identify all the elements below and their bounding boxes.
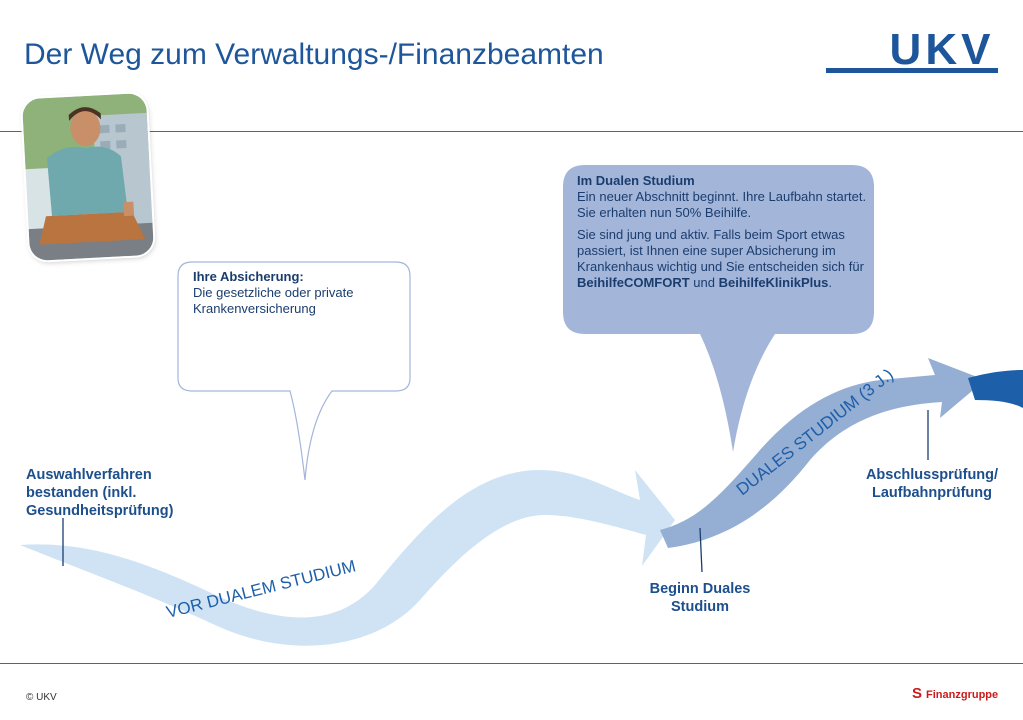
product-beihilfeklinikplus: BeihilfeKlinikPlus xyxy=(718,275,829,290)
sparkasse-icon: S xyxy=(912,685,923,702)
bubble-right-line2: Sie sind jung und aktiv. Falls beim Spor… xyxy=(577,227,864,290)
page-title: Der Weg zum Verwaltungs-/Finanzbeamten xyxy=(24,38,604,71)
next-phase-arrow xyxy=(968,370,1023,408)
phase1-arrow xyxy=(20,470,675,646)
bubble-left-text: Ihre Absicherung: Die gesetzliche oder p… xyxy=(193,269,403,317)
student-photo xyxy=(21,92,155,262)
product-beihilfecomfort: BeihilfeCOMFORT xyxy=(577,275,690,290)
bubble-right-line1: Ein neuer Abschnitt beginnt. Ihre Laufba… xyxy=(577,189,867,220)
ukv-logo-text: UKV xyxy=(890,26,995,74)
milestone-label-right: Abschlussprüfung/ Laufbahnprüfung xyxy=(865,467,999,501)
ukv-logo: UKV xyxy=(826,26,998,74)
bubble-right-heading: Im Dualen Studium xyxy=(577,173,695,188)
bubble-left-heading: Ihre Absicherung: xyxy=(193,269,304,284)
partner-text: Finanzgruppe xyxy=(926,689,999,701)
header-divider xyxy=(0,131,1023,132)
bubble-left-body: Die gesetzliche oder private Krankenvers… xyxy=(193,285,354,316)
milestone-label-left: Auswahlverfahren bestanden (inkl. Gesund… xyxy=(26,467,174,519)
speech-bubble-left xyxy=(177,261,411,481)
bubble-right-text: Im Dualen Studium Ein neuer Abschnitt be… xyxy=(577,173,872,297)
phase2-arrow xyxy=(660,358,985,548)
copyright: © UKV xyxy=(26,692,57,703)
footer-divider xyxy=(0,663,1023,664)
milestone-tick-middle xyxy=(699,527,703,573)
milestone-label-middle: Beginn Duales Studium xyxy=(649,581,751,615)
speech-bubble-right xyxy=(563,165,874,452)
